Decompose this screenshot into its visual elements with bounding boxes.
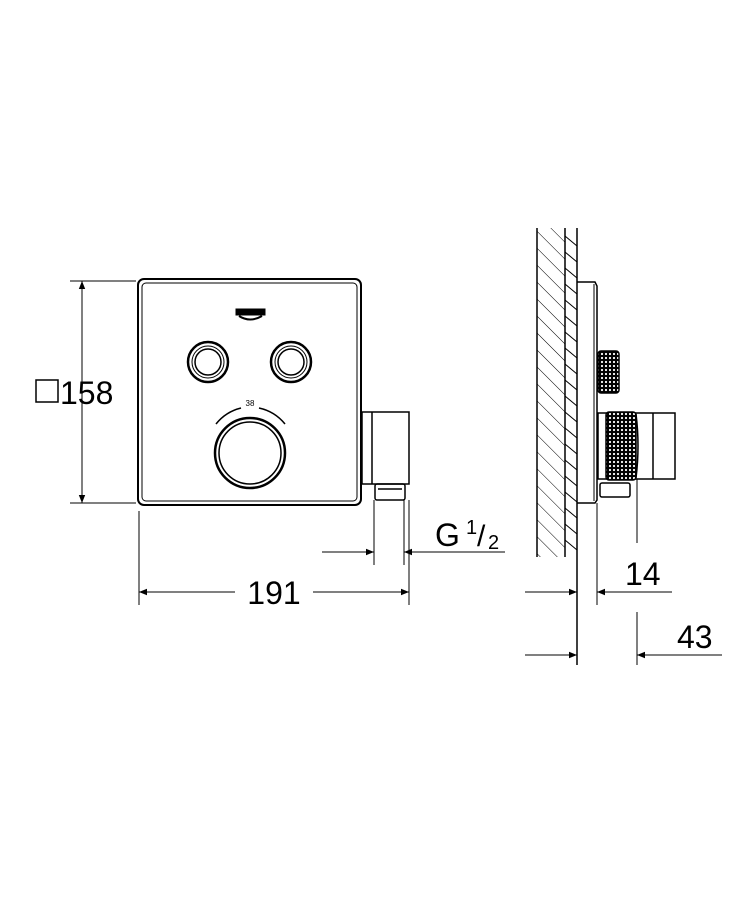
- left-button: [186, 340, 230, 384]
- depth-label: 43: [677, 619, 713, 655]
- thread-label-denominator: 2: [488, 532, 499, 554]
- thread-label-slash: /: [477, 520, 486, 553]
- square-symbol-icon: [35, 379, 59, 403]
- button-knurl-side: [597, 350, 620, 394]
- dial-arc-right: [258, 407, 286, 425]
- dial-arc-left: [215, 407, 242, 425]
- thread-label-g: G: [435, 517, 460, 553]
- grohe-logo: [235, 308, 266, 321]
- right-button: [269, 340, 313, 384]
- front-view: [137, 278, 410, 506]
- height-dimension: [35, 280, 136, 504]
- cover-plate-inner: [141, 282, 358, 502]
- projection-label: 14: [625, 556, 661, 592]
- outlet-side: [597, 411, 676, 498]
- wall-section: [537, 228, 565, 557]
- width-label: 191: [247, 575, 300, 611]
- dial-mark: 38: [246, 399, 255, 408]
- thermostat-knob: [213, 407, 287, 490]
- cover-plate-profile: [577, 281, 598, 504]
- thread-label-numerator: 1: [466, 517, 477, 539]
- tile-layer-hatch: [564, 235, 578, 551]
- thread-dimension: [322, 500, 505, 565]
- side-view: [536, 228, 676, 665]
- wall-outlet-elbow: [361, 411, 410, 501]
- cover-plate-outer: [137, 278, 362, 506]
- square-dimension-label: 158: [60, 375, 113, 411]
